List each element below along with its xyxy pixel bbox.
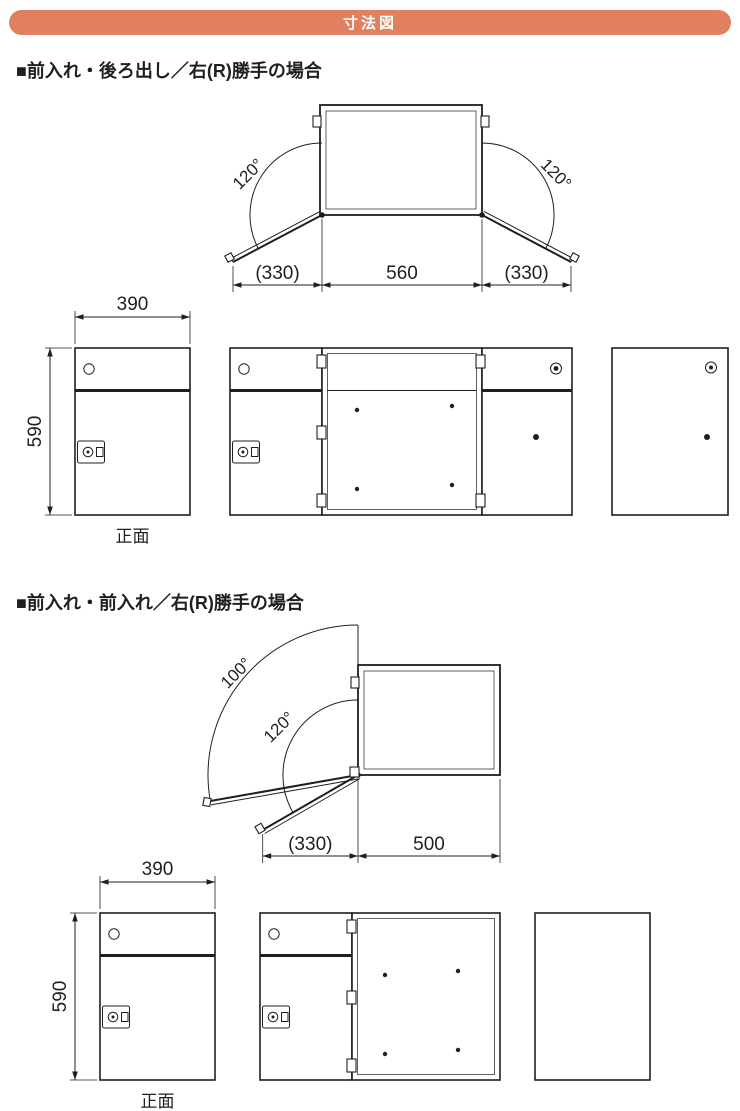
front-label: 正面 [141,1092,175,1111]
width-dim-label: 390 [117,294,149,315]
door-panel [259,912,353,1081]
mount-hole [354,486,360,492]
dial-lock-icon [77,440,105,464]
dim-door: (330) [288,834,332,855]
dim-body-width: 560 [386,263,418,284]
mount-hole [382,972,388,978]
top-view-dimensions-2: (330) 500 [262,779,501,863]
front-view-open-1 [229,347,573,516]
height-dim-label: 590 [50,981,71,1013]
outer-door-open [202,774,359,808]
width-dim-label: 390 [142,859,174,880]
top-view-body [357,664,501,776]
top-view-2: 100° 120° [202,624,501,835]
hinge-icon [312,115,322,128]
rear-view-2 [534,912,651,1081]
keyhole-icon [550,362,562,375]
dial-lock-icon [102,1005,130,1029]
dial-lock-icon [232,440,260,464]
dim-left-door: (330) [255,263,299,284]
latch-icon [224,252,235,263]
swing-arc-outer [207,624,359,802]
rear-view-1 [611,347,729,516]
top-view-1: 120° 120° [224,104,580,263]
hinge-icon [346,990,357,1005]
mount-hole [449,403,455,409]
latch-icon [569,252,580,263]
top-view-body [319,104,483,216]
knob-icon [268,928,280,940]
mount-hole [354,407,360,413]
body-face [321,347,483,516]
mount-hole [449,482,455,488]
height-dim-label: 590 [25,416,46,448]
dial-lock-icon [262,1005,290,1029]
section1-drawing: 120° 120° (330) 560 (330) 390 590 [25,104,729,546]
hinge-icon [480,115,490,128]
hinge-icon [475,354,486,369]
hinge-icon [346,1058,357,1073]
inner-door-open [254,766,361,835]
front-label: 正面 [116,527,150,546]
mount-hole [455,1047,461,1053]
section-title-bar: 寸法図 [9,10,731,35]
angle-label-inner: 120° [260,708,298,746]
right-door-panel [481,347,573,516]
hinge-icon [350,676,360,689]
knob-icon [238,363,250,375]
section2-heading: ■前入れ・前入れ／右(R)勝手の場合 [16,593,304,613]
swing-arc-right [481,142,555,250]
hinge-icon [316,354,327,369]
section2-drawing: 100° 120° (330) 500 390 590 [50,624,651,1111]
angle-label-left: 120° [229,155,267,193]
latch-icon [202,796,212,808]
front-view-open-2 [259,912,501,1081]
left-door-open [224,210,325,263]
hinge-icon [316,493,327,508]
hinge-icon [316,425,327,440]
screw-dot [533,434,539,440]
swing-arc-inner [282,699,359,813]
knob-icon [108,928,120,940]
screw-dot [704,434,710,440]
dim-right-door: (330) [504,263,548,284]
left-door-panel [229,347,323,516]
hinge-icon [475,493,486,508]
knob-icon [83,363,95,375]
swing-arc-left [249,142,323,250]
keyhole-icon [705,361,717,374]
hinge-icon [346,919,357,934]
page-title: 寸法図 [342,15,397,32]
top-view-dimensions-1: (330) 560 (330) [232,219,572,292]
side-view-2: 390 590 正面 [50,859,216,1111]
right-door-open [479,210,580,263]
mount-hole [382,1051,388,1057]
angle-label-outer: 100° [217,654,255,692]
body-face [351,912,501,1081]
section1-heading: ■前入れ・後ろ出し／右(R)勝手の場合 [16,61,322,81]
mount-hole [455,968,461,974]
side-view-1: 390 590 正面 [25,294,191,546]
dim-body-width: 500 [413,834,445,855]
angle-label-right: 120° [537,155,575,193]
hinge-icon [349,766,360,778]
latch-icon [254,822,266,835]
